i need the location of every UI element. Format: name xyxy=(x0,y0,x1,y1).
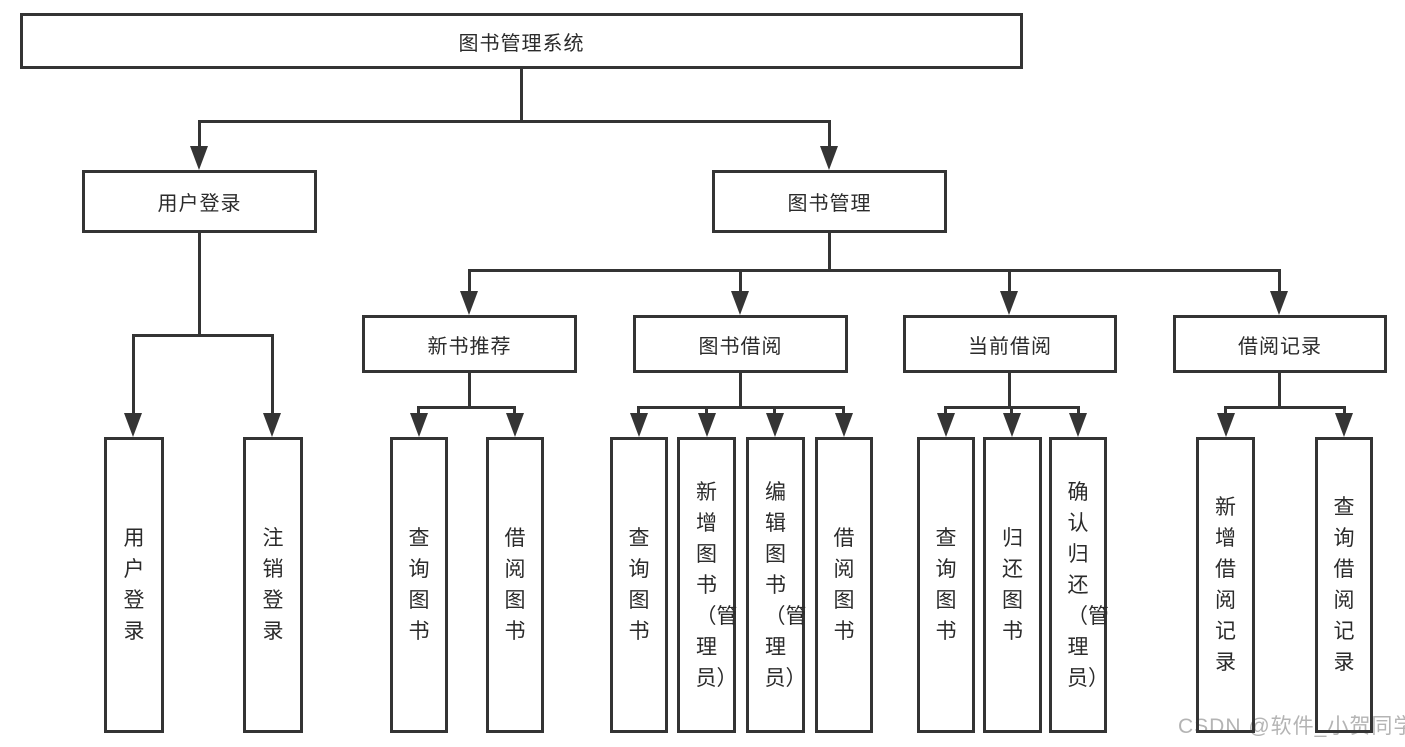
edge-line xyxy=(417,406,420,415)
edge-line xyxy=(1010,406,1013,415)
leaf-query-books-borrowing: 查询图书 xyxy=(610,437,668,733)
arrowhead-icon xyxy=(190,146,208,170)
leaf-query-borrow-record: 查询借阅记录 xyxy=(1315,437,1373,733)
node-label: 当前借阅 xyxy=(968,335,1052,358)
node-book-borrowing: 图书借阅 xyxy=(633,315,848,373)
edge-line xyxy=(468,373,471,406)
node-current-borrowing: 当前借阅 xyxy=(903,315,1117,373)
edge-line xyxy=(1278,373,1281,406)
edge-line xyxy=(637,406,845,409)
node-label: 新增图书（管理员） xyxy=(695,480,738,690)
arrowhead-icon xyxy=(1270,291,1288,315)
node-label: 查询图书 xyxy=(628,527,650,643)
csdn-watermark: CSDN @软件_小贺同学 xyxy=(1178,715,1405,738)
node-label: 查询图书 xyxy=(935,527,957,643)
leaf-confirm-return-admin: 确认归还（管理员） xyxy=(1049,437,1109,733)
node-book-management: 图书管理 xyxy=(712,170,947,233)
node-label: 确认归还（管理员） xyxy=(1067,480,1109,690)
edge-line xyxy=(1008,269,1011,291)
node-label: 借阅图书 xyxy=(504,527,526,643)
edge-line xyxy=(198,120,831,123)
edge-line xyxy=(773,406,776,415)
edge-line xyxy=(520,69,523,120)
edge-line xyxy=(1224,406,1346,409)
node-label: 查询借阅记录 xyxy=(1333,496,1355,674)
arrowhead-icon xyxy=(937,413,955,437)
edge-line xyxy=(739,373,742,406)
leaf-logout: 注销登录 xyxy=(243,437,303,733)
leaf-borrow-books: 借阅图书 xyxy=(815,437,873,733)
arrowhead-icon xyxy=(766,413,784,437)
node-label: 归还图书 xyxy=(1002,527,1023,643)
leaf-return-books: 归还图书 xyxy=(983,437,1042,733)
edge-line xyxy=(1008,373,1011,406)
arrowhead-icon xyxy=(1069,413,1087,437)
node-label: 图书管理 xyxy=(787,193,872,215)
edge-line xyxy=(513,406,516,415)
node-label: 借阅图书 xyxy=(833,527,855,643)
arrowhead-icon xyxy=(460,291,478,315)
node-label: 新书推荐 xyxy=(427,335,512,358)
arrowhead-icon xyxy=(263,413,281,437)
edge-line xyxy=(271,334,274,413)
edge-line xyxy=(828,120,831,146)
leaf-borrow-books-recommend: 借阅图书 xyxy=(486,437,544,733)
edge-line xyxy=(1224,406,1227,415)
leaf-edit-books-admin: 编辑图书（管理员） xyxy=(746,437,807,733)
edge-line xyxy=(417,406,516,409)
node-label: 新增借阅记录 xyxy=(1215,496,1236,674)
leaf-add-books-admin: 新增图书（管理员） xyxy=(677,437,738,733)
edge-line xyxy=(198,120,201,146)
edge-line xyxy=(705,406,708,415)
node-label: 图书管理系统 xyxy=(458,32,585,55)
edge-line xyxy=(132,334,274,337)
arrowhead-icon xyxy=(1003,413,1021,437)
node-new-book-recommend: 新书推荐 xyxy=(362,315,577,373)
edge-line xyxy=(842,406,845,415)
node-user-login: 用户登录 xyxy=(82,170,317,233)
edge-line xyxy=(132,334,135,413)
edge-line xyxy=(828,233,831,269)
arrowhead-icon xyxy=(835,413,853,437)
leaf-user-login: 用户登录 xyxy=(104,437,164,733)
arrowhead-icon xyxy=(630,413,648,437)
arrowhead-icon xyxy=(1335,413,1353,437)
edge-line xyxy=(468,269,471,291)
edge-line xyxy=(198,233,201,334)
node-borrowing-records: 借阅记录 xyxy=(1173,315,1387,373)
leaf-query-books-recommend: 查询图书 xyxy=(390,437,448,733)
edge-line xyxy=(637,406,640,415)
edge-line xyxy=(1343,406,1346,415)
arrowhead-icon xyxy=(506,413,524,437)
edge-line xyxy=(1278,269,1281,291)
node-label: 编辑图书（管理员） xyxy=(764,480,807,690)
edge-line xyxy=(468,269,1281,272)
node-label: 用户登录 xyxy=(123,527,145,643)
arrowhead-icon xyxy=(410,413,428,437)
edge-line xyxy=(1077,406,1080,415)
arrowhead-icon xyxy=(1217,413,1235,437)
edge-line xyxy=(944,406,947,415)
node-library-system: 图书管理系统 xyxy=(20,13,1023,69)
arrowhead-icon xyxy=(124,413,142,437)
arrowhead-icon xyxy=(1000,291,1018,315)
arrowhead-icon xyxy=(820,146,838,170)
node-label: 注销登录 xyxy=(262,527,284,643)
node-label: 用户登录 xyxy=(157,193,242,215)
arrowhead-icon xyxy=(731,291,749,315)
leaf-query-books-current: 查询图书 xyxy=(917,437,975,733)
node-label: 查询图书 xyxy=(408,527,430,643)
node-label: 图书借阅 xyxy=(698,335,783,358)
edge-line xyxy=(739,269,742,291)
leaf-add-borrow-record: 新增借阅记录 xyxy=(1196,437,1255,733)
arrowhead-icon xyxy=(698,413,716,437)
node-label: 借阅记录 xyxy=(1238,335,1322,358)
